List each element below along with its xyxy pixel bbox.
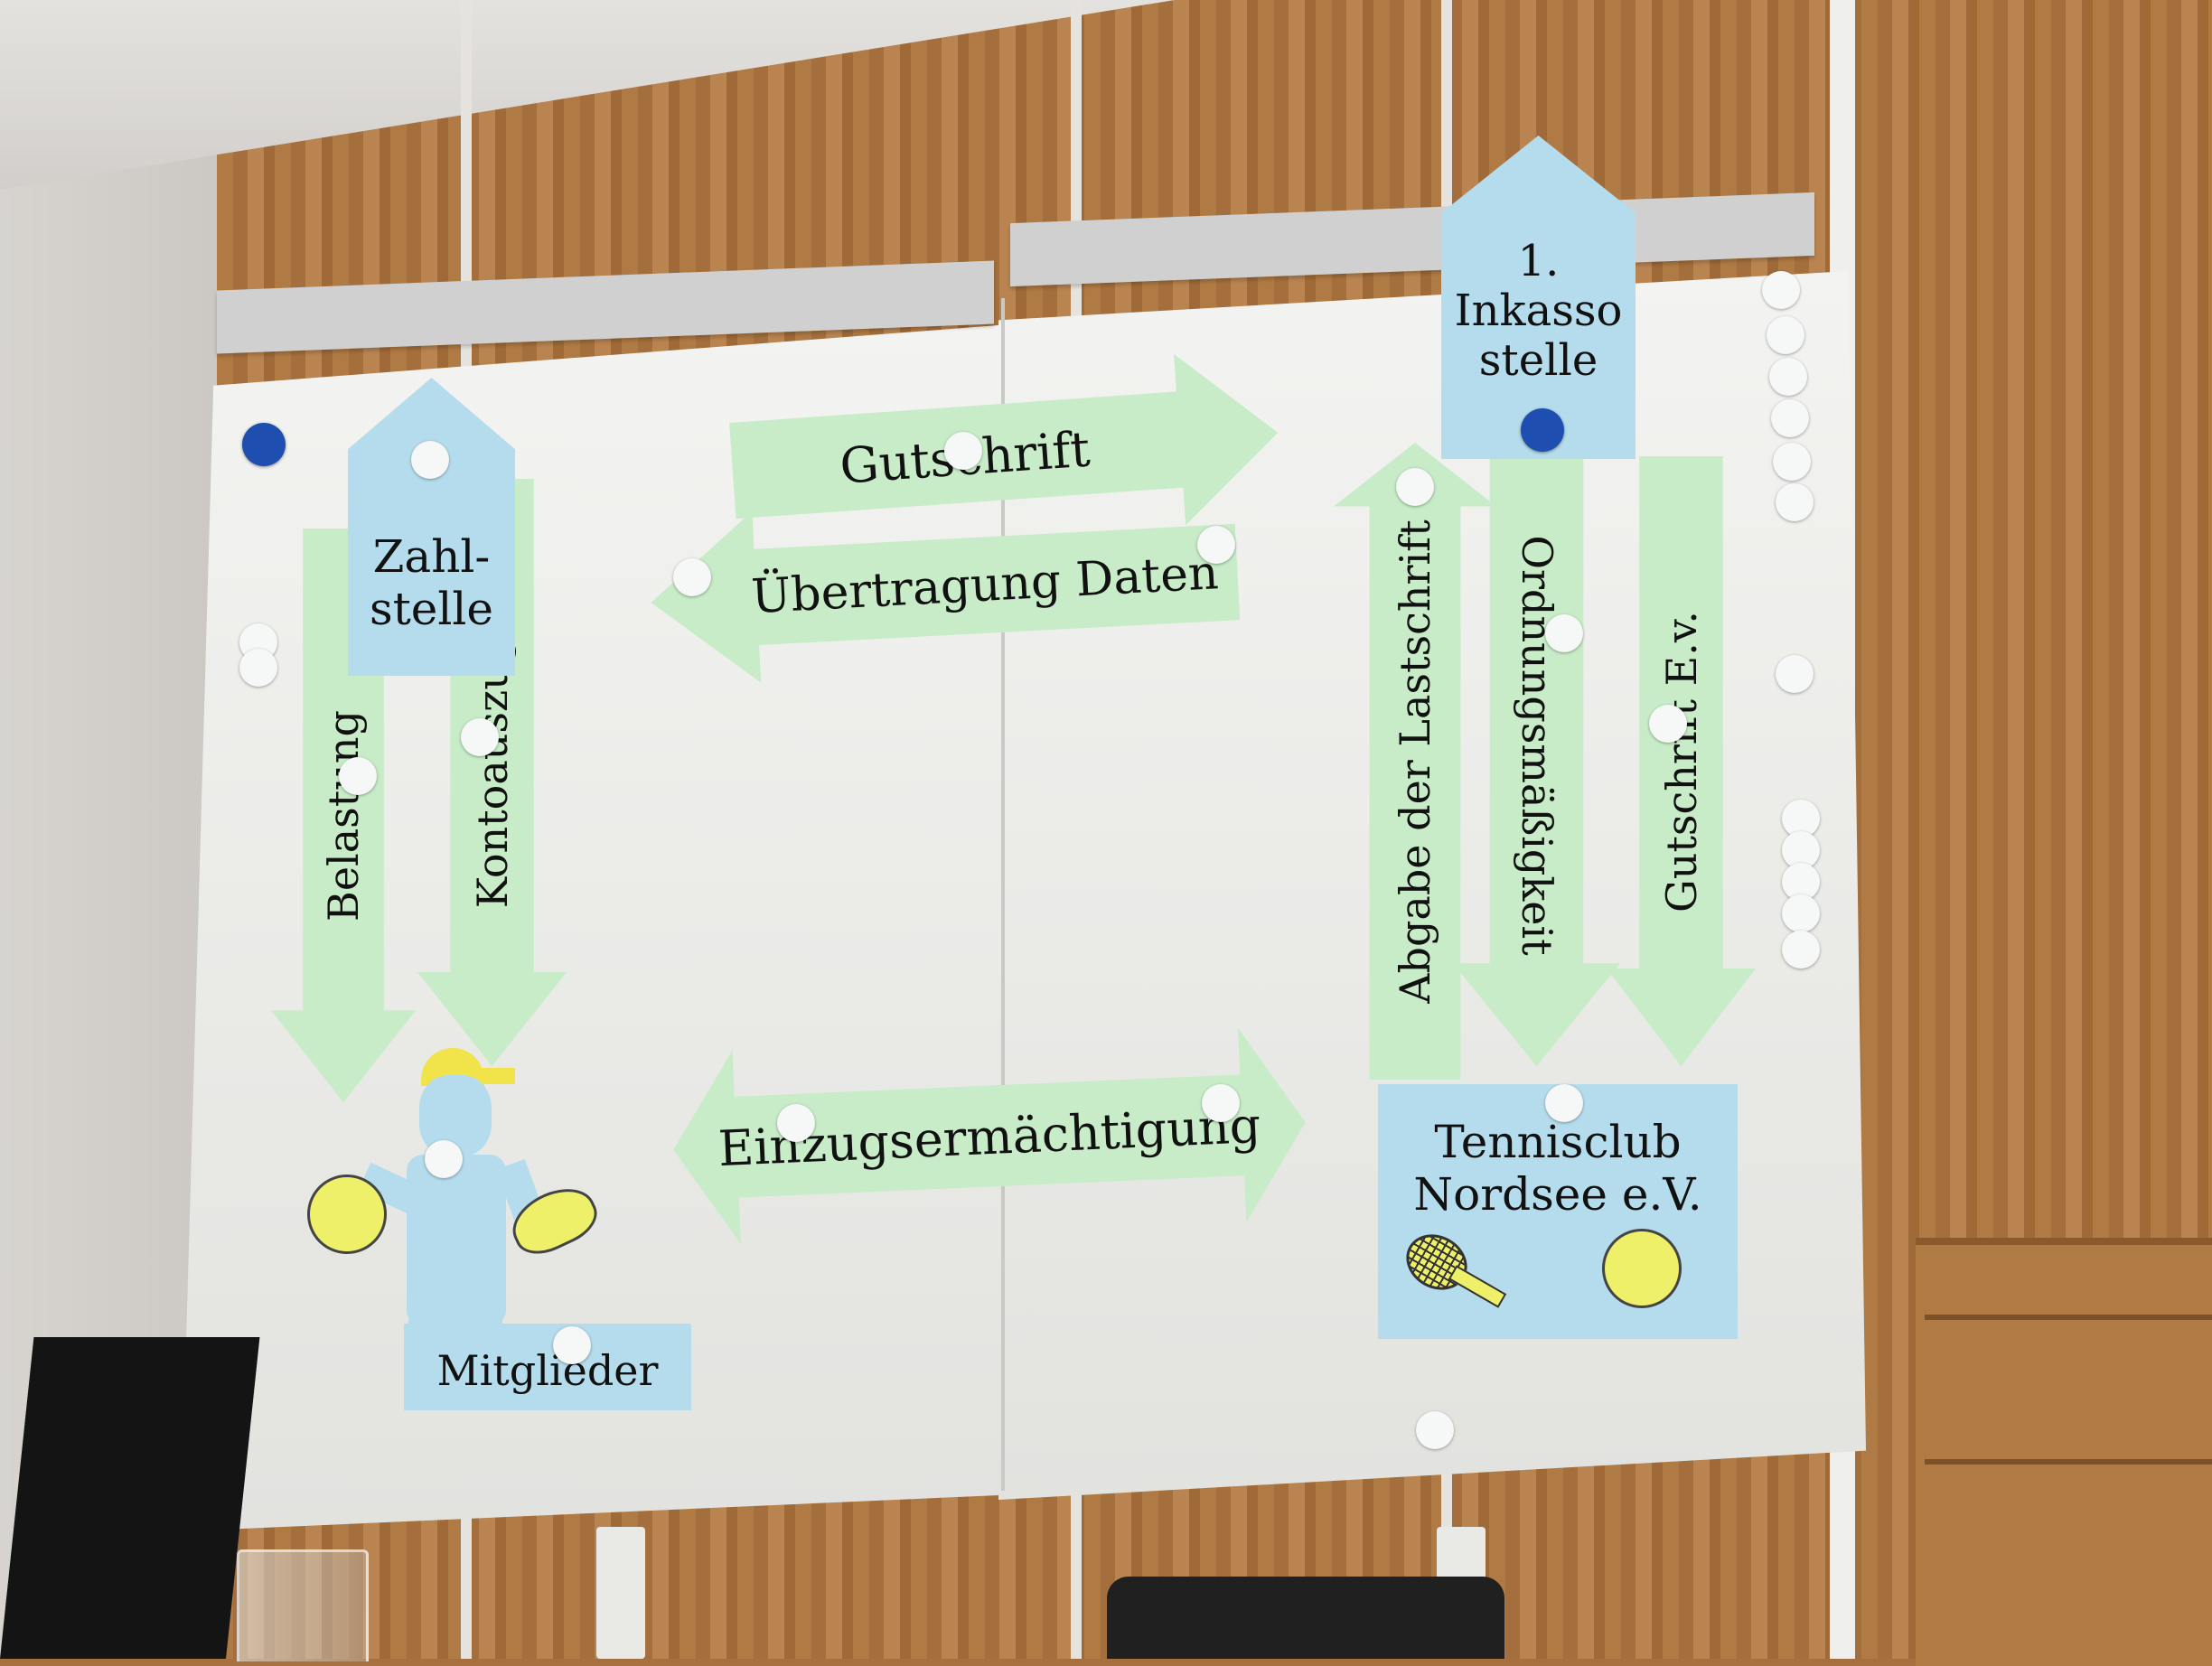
inkassostelle-box: 1. Inkasso stelle [1441,136,1636,459]
magnet [1767,316,1804,354]
magnet [425,1140,463,1178]
blue-magnet [242,423,286,466]
magnet [239,649,277,687]
head [419,1075,492,1156]
kontoauszug-label: Kontoauszug [467,636,517,909]
uebertragung-daten-label: Übertragung Daten [750,546,1220,625]
magnet [1762,271,1800,309]
magnet [944,432,982,470]
magnet [1545,614,1583,652]
tennis-ball-icon [307,1175,387,1254]
magnet [411,441,449,479]
inkassostelle-line-1: 1. [1517,236,1560,286]
belastung-label: Belastung [319,709,368,922]
gutschrift-ev-label: Gutschrift E.v. [1656,610,1706,913]
board-divider [1001,298,1005,1491]
cabinet [1916,1238,2212,1666]
tennisclub-box: Tennisclub Nordsee e.V. [1378,1084,1738,1339]
magnet [1776,483,1814,521]
inkassostelle-line-3: stelle [1478,335,1598,387]
magnet [1776,655,1814,693]
abgabe-lastschrift-label: Abgabe der Lastschrift [1391,519,1439,1004]
racket-handle [1448,1265,1507,1308]
cap-brim [470,1068,515,1084]
magnet [339,757,377,795]
magnet [1197,526,1235,564]
inkassostelle-line-2: Inkasso [1454,285,1623,337]
magnet [1545,1084,1583,1122]
mitglieder-label: Mitglieder [436,1346,659,1395]
monitor [0,1337,260,1659]
magnet [673,558,711,596]
magnet [1202,1084,1240,1122]
mitglieder-box: Mitglieder [404,1324,691,1410]
zahlstelle-line-1: Zahl- [372,530,491,583]
magnet [777,1104,815,1142]
zahlstelle-line-2: stelle [370,582,493,635]
magnet [553,1326,591,1364]
drawer-line [1925,1315,2212,1320]
magnet [461,718,499,756]
magnet [1769,358,1807,396]
magnet [1416,1411,1454,1449]
flipchart-stand-leg [596,1527,645,1659]
blue-magnet [1521,408,1564,452]
projector [1107,1577,1504,1659]
tennisclub-line-2: Nordsee e.V. [1413,1167,1702,1221]
magnet [1782,894,1820,932]
tennisclub-line-1: Tennisclub [1434,1116,1682,1168]
magnet [1771,399,1809,437]
drawer-line [1925,1459,2212,1465]
body [407,1155,506,1326]
magnet [1396,468,1434,506]
magnet [1649,705,1687,743]
magnet [1782,931,1820,969]
magnet [1773,443,1811,481]
ordnungsmaessigkeit-label: Ordnungsmäßigkeit [1512,535,1561,956]
tennis-ball-icon [1602,1229,1682,1308]
zahlstelle-box: Zahl- stelle [348,378,515,676]
water-glass [237,1549,369,1661]
